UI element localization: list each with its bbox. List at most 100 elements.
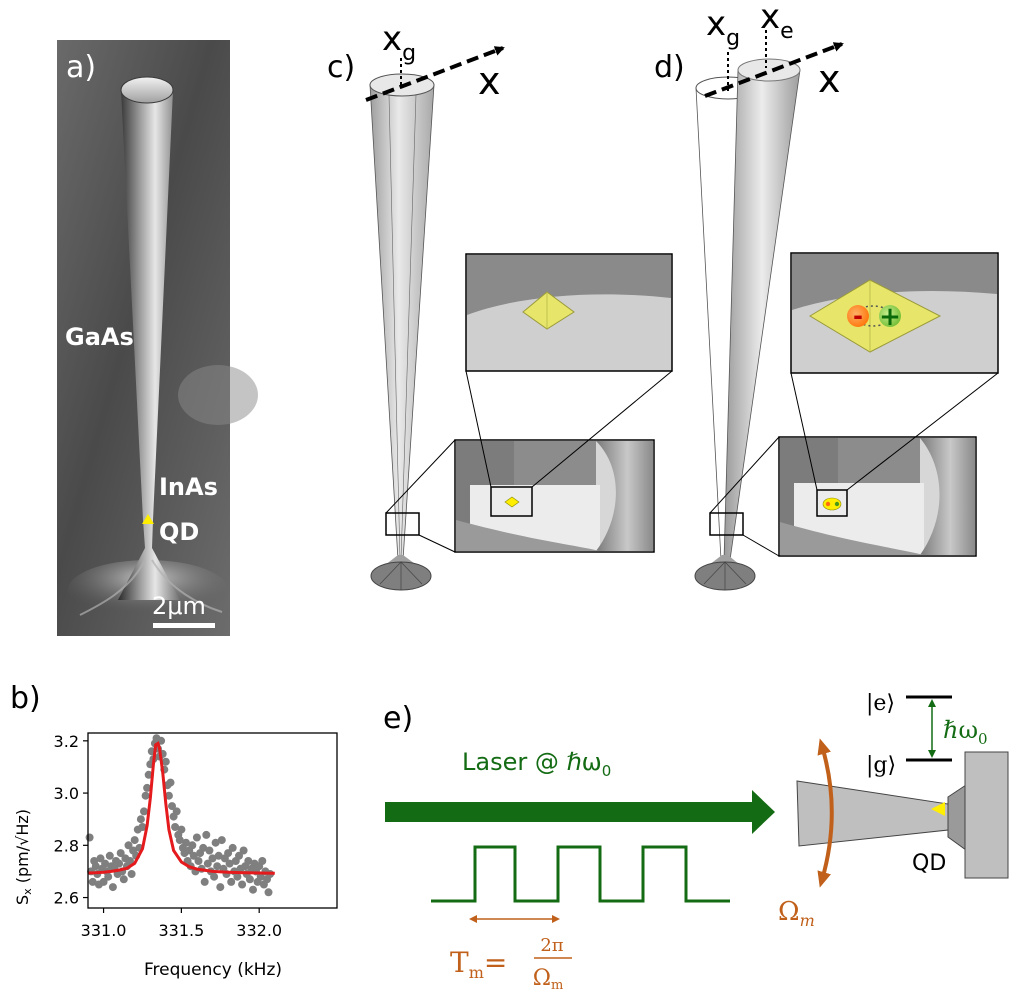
data-point: [91, 862, 100, 871]
zoom-box-small: [709, 512, 744, 536]
data-point: [136, 815, 145, 824]
period-formula: Tm= 2π Ωm: [450, 935, 572, 993]
data-point: [205, 846, 214, 855]
y-tick-label: 2.6: [54, 889, 79, 908]
data-point: [200, 877, 209, 886]
data-point: [161, 757, 170, 766]
data-point: [166, 778, 175, 787]
data-point: [189, 851, 198, 860]
data-point: [227, 877, 236, 886]
material-qd: QD: [159, 518, 199, 546]
x-tick-label: 332.0: [236, 921, 282, 940]
qd-marker: [931, 802, 945, 816]
data-point: [216, 883, 225, 892]
nanowire: [118, 90, 180, 600]
data-point: [192, 833, 201, 842]
support-block: [964, 751, 1009, 879]
data-point: [172, 807, 181, 816]
qd-label: QD: [912, 851, 946, 876]
plot-frame: [87, 732, 338, 909]
data-point: [88, 877, 97, 886]
data-point: [244, 857, 253, 865]
x-tick-label: 331.0: [81, 921, 127, 940]
data-point: [213, 862, 222, 871]
data-point: [188, 841, 197, 850]
data-point: [245, 875, 254, 884]
data-point: [182, 838, 190, 847]
pulse-train: [431, 845, 730, 903]
axis-x-label: x: [478, 59, 501, 103]
data-point: [108, 883, 117, 892]
data-point: [127, 870, 136, 878]
position-xg: xg: [382, 19, 416, 66]
oscillation-arrow: [817, 738, 834, 888]
data-point: [217, 836, 226, 845]
panel-e: e) Laser @ ℏω0 Tm= 2π Ωm QD Ωm |e⟩ |g⟩ ℏ…: [383, 691, 1009, 993]
svg-text:Sx (pm/√Hz): Sx (pm/√Hz): [13, 809, 34, 905]
data-point: [138, 823, 147, 831]
panel-c-label: c): [327, 50, 355, 85]
zoom-box-small: [385, 512, 420, 536]
data-point: [210, 872, 219, 881]
data-point: [208, 854, 217, 863]
data-point: [144, 770, 153, 779]
zoom-box-dot: [490, 486, 533, 517]
svg-text:2π: 2π: [540, 935, 563, 956]
hole-charge: [847, 305, 869, 327]
qd-marker: [142, 514, 154, 524]
scale-bar: [153, 623, 215, 628]
plus-sign: +: [879, 302, 901, 332]
data-point: [143, 783, 152, 792]
cantilever: [796, 780, 949, 847]
chart-ylabel: Sx (pm/√Hz): [13, 809, 34, 905]
minus-sign: -: [853, 302, 863, 330]
y-tick-label: 3.2: [54, 732, 79, 751]
laser-arrow: [385, 790, 775, 834]
data-point: [168, 802, 176, 811]
data-point: [101, 859, 110, 868]
nanowire-top: [120, 76, 174, 104]
data-point: [233, 872, 242, 881]
fit-line: [87, 741, 275, 875]
data-point: [238, 880, 247, 889]
x-axis-arrow: [704, 42, 844, 98]
data-point: [171, 823, 180, 831]
transition-label: ℏω0: [943, 716, 988, 748]
panel-e-label: e): [383, 701, 413, 736]
data-point: [256, 872, 265, 881]
data-point: [141, 791, 150, 800]
data-point: [225, 859, 234, 868]
data-point: [96, 854, 105, 863]
data-point: [203, 859, 212, 868]
panel-b-label: b): [10, 681, 41, 716]
data-point: [202, 830, 211, 839]
data-point: [264, 888, 273, 897]
data-point: [235, 851, 243, 860]
panel-d: d) xg xe x -: [654, 0, 999, 591]
zoom-box-dot: [816, 489, 848, 517]
data-point: [199, 843, 208, 852]
panel-a-label: a): [66, 50, 96, 85]
panel-a: a) GaAs InAs QD 2μm: [57, 40, 258, 636]
nanowire-cone: [369, 84, 435, 561]
data-point: [224, 849, 233, 858]
data-point: [130, 836, 139, 845]
nanowire-top-displaced: [737, 58, 801, 82]
x-tick-label: 331.5: [158, 921, 204, 940]
data-point: [228, 843, 237, 852]
data-point: [211, 838, 220, 847]
data-point: [119, 875, 128, 884]
panel-d-label: d): [654, 50, 685, 85]
chart-xlabel: Frequency (kHz): [144, 960, 282, 980]
panel-c: c) xg x: [327, 19, 673, 591]
axis-x-label: x: [818, 57, 841, 101]
data-point: [115, 859, 124, 868]
y-tick-label: 2.8: [54, 836, 79, 855]
data-point: [177, 825, 186, 834]
data-point: [239, 846, 248, 855]
data-point: [99, 877, 108, 886]
state-e: |e⟩: [866, 691, 895, 716]
